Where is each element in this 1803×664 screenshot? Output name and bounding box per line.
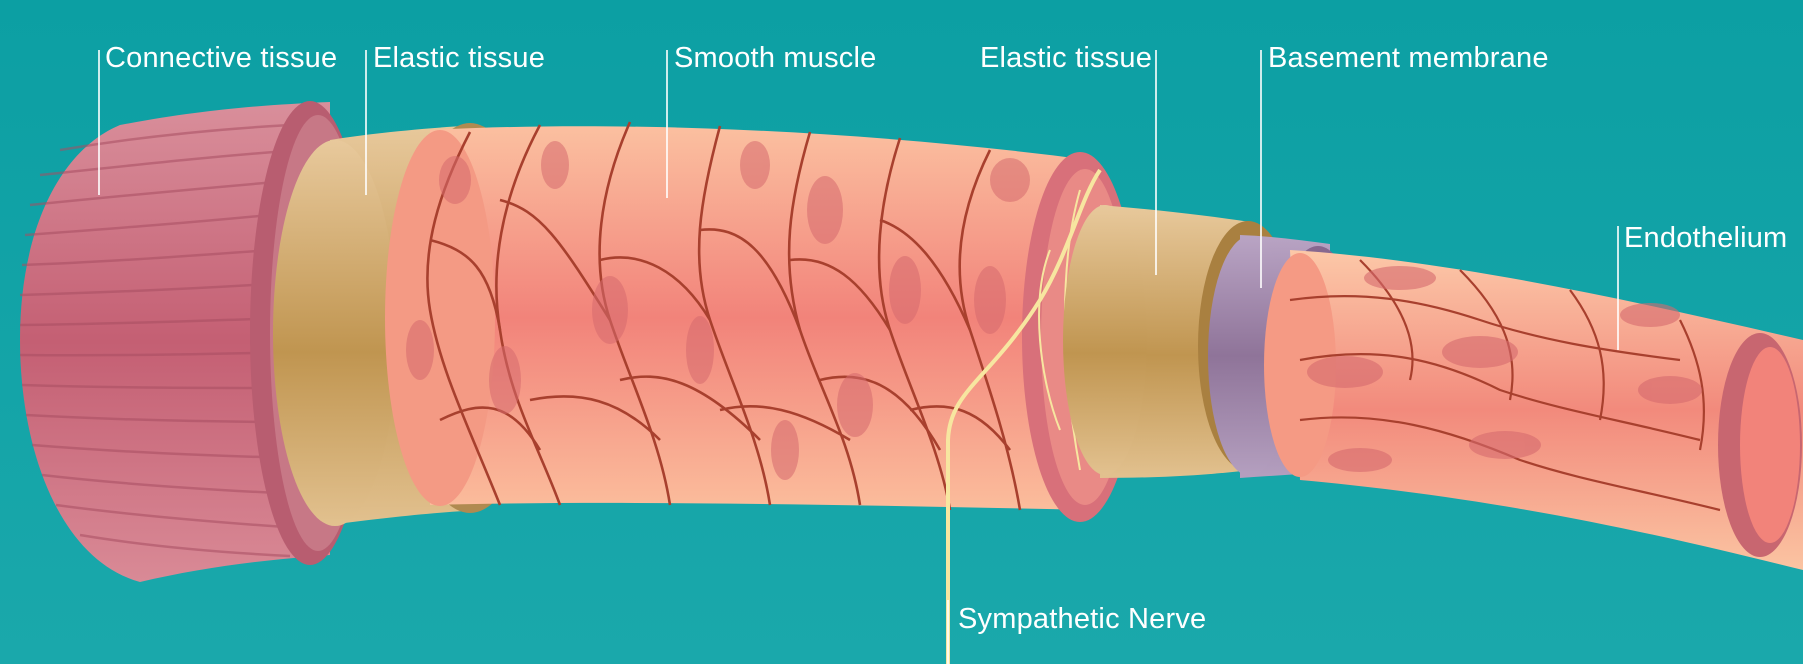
smooth-muscle-layer xyxy=(385,122,1090,510)
label-endothelium: Endothelium xyxy=(1624,224,1787,253)
label-elastic-tissue-inner: Elastic tissue xyxy=(980,44,1152,73)
label-sympathetic-nerve: Sympathetic Nerve xyxy=(958,605,1206,634)
label-connective-tissue: Connective tissue xyxy=(105,44,337,73)
label-elastic-tissue-outer: Elastic tissue xyxy=(373,44,545,73)
label-smooth-muscle: Smooth muscle xyxy=(674,44,876,73)
label-basement-membrane: Basement membrane xyxy=(1268,44,1549,73)
